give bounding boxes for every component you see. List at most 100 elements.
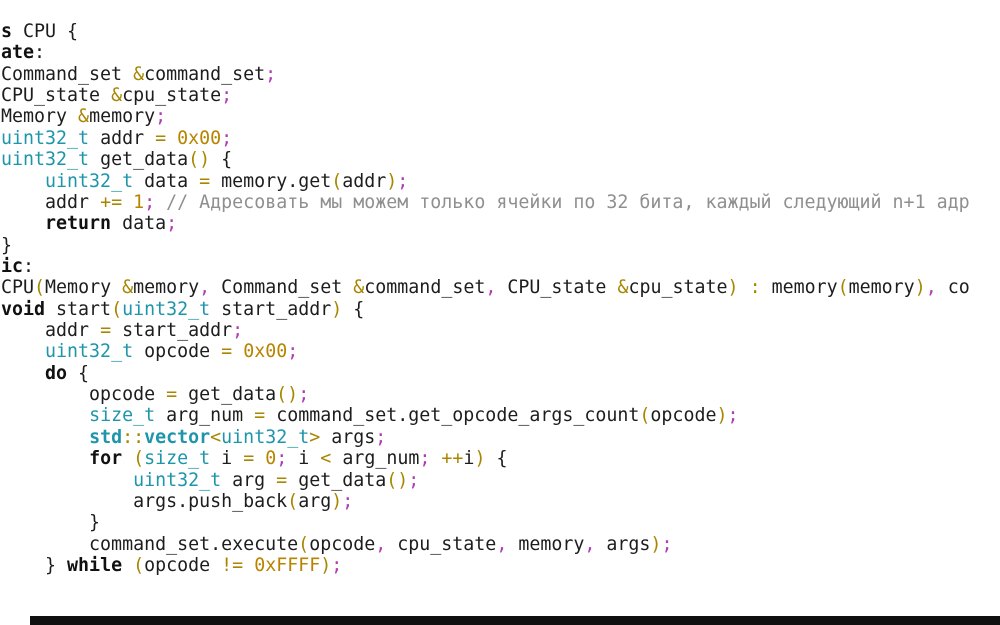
code-token: ic <box>1 255 24 277</box>
code-token: Memory <box>45 277 123 299</box>
code-token: ( <box>287 490 299 512</box>
code-token: args.push_back <box>1 490 288 512</box>
code-token: ( <box>298 533 310 555</box>
code-token: memory <box>89 106 156 128</box>
code-token: i <box>287 448 321 470</box>
code-token: < <box>320 448 332 470</box>
code-token: arg_num <box>155 405 255 427</box>
code-line: ic: <box>1 256 970 277</box>
code-token: : <box>23 255 35 277</box>
code-token <box>122 192 133 213</box>
code-token: addr <box>1 320 101 342</box>
code-token: // Адресовать мы можем только ячейки по … <box>166 191 970 213</box>
code-token: ) <box>650 533 662 555</box>
code-token: Memory <box>1 106 79 128</box>
code-line: } while (opcode != 0xFFFF); <box>1 555 970 576</box>
code-line: do { <box>1 363 970 384</box>
code-token: & <box>122 277 134 299</box>
code-token: ) <box>331 298 343 320</box>
code-token: ( <box>133 554 145 576</box>
code-token: arg <box>298 490 332 512</box>
code-line: CPU_state &cpu_state; <box>1 85 970 106</box>
code-token: ) <box>727 277 739 299</box>
code-token: args <box>595 533 651 555</box>
code-token: data <box>111 213 167 235</box>
code-token: Command_set <box>210 277 354 299</box>
code-token: do <box>45 362 68 384</box>
code-token: memory <box>848 277 915 299</box>
code-token: { <box>342 298 365 320</box>
code-token: size_t <box>89 405 156 427</box>
code-token: ( <box>133 448 145 470</box>
code-token: i <box>463 448 475 470</box>
code-token: & <box>353 277 365 299</box>
code-token: start <box>45 298 112 320</box>
code-token: ; <box>265 63 277 85</box>
code-token: ; <box>166 213 178 235</box>
code-token: s <box>1 21 13 42</box>
code-token: memory.get <box>210 170 332 192</box>
code-token: opcode <box>650 405 717 427</box>
code-token: ) <box>331 490 343 512</box>
code-token: ( <box>34 277 46 299</box>
code-line: s CPU { <box>1 21 970 42</box>
code-token: memory <box>507 533 585 555</box>
code-token: 0 <box>265 448 277 470</box>
code-line: for (size_t i = 0; i < arg_num; ++i) { <box>1 448 970 469</box>
code-token: command_set <box>144 63 266 85</box>
code-token: uint32_t <box>133 469 222 491</box>
code-token <box>1 213 45 234</box>
code-token: opcode <box>133 341 222 363</box>
code-token: addr <box>1 191 101 213</box>
code-token <box>1 427 89 448</box>
code-line: Command_set &command_set; <box>1 64 970 85</box>
code-token: uint32_t <box>122 298 211 320</box>
code-line: addr += 1; // Адресовать мы можем только… <box>1 192 970 213</box>
code-line: } <box>1 235 970 256</box>
code-token: , <box>199 277 211 299</box>
code-token: addr <box>342 170 387 192</box>
code-token: = <box>100 320 112 342</box>
code-line: CPU(Memory &memory, Command_set &command… <box>1 277 970 298</box>
code-token: uint32_t <box>45 341 134 363</box>
code-token <box>430 448 441 469</box>
code-token: cpu_state <box>628 277 728 299</box>
code-line: addr = start_addr; <box>1 320 970 341</box>
code-token: { <box>485 448 508 470</box>
code-token: ; <box>727 405 739 427</box>
code-line: uint32_t arg = get_data(); <box>1 470 970 491</box>
code-token: ; <box>221 127 233 149</box>
code-token <box>739 277 750 298</box>
code-token: void <box>1 298 46 320</box>
code-token: ; <box>408 469 420 491</box>
code-token: ) <box>320 554 332 576</box>
code-token: std <box>89 426 123 448</box>
code-token: & <box>617 277 629 299</box>
code-token: command_set.get_opcode_args_count <box>265 405 640 427</box>
code-token: for <box>89 448 123 470</box>
code-token: ) <box>914 277 926 299</box>
code-token <box>1 448 89 469</box>
code-token: CPU_state <box>496 277 618 299</box>
code-token: start_addr <box>111 320 233 342</box>
code-token: () <box>386 469 409 491</box>
code-token: CPU { <box>12 21 79 42</box>
code-editor[interactable]: s CPU {ate:Command_set &command_set;CPU_… <box>1 21 970 576</box>
code-token <box>1 363 45 384</box>
code-line: Memory &memory; <box>1 106 970 127</box>
code-token: = <box>276 469 288 491</box>
code-token: opcode <box>309 533 376 555</box>
code-token: command_set <box>364 277 486 299</box>
code-token: , <box>485 277 497 299</box>
code-token: get_data <box>89 149 189 171</box>
code-token: CPU_state <box>1 85 112 107</box>
code-token: ; <box>221 85 233 107</box>
code-token: = <box>166 384 178 406</box>
code-token: , <box>496 533 508 555</box>
code-token: ( <box>837 277 849 299</box>
code-token: ; <box>298 384 310 406</box>
code-token: 0x00 <box>177 127 222 149</box>
code-token: ; <box>661 533 673 555</box>
code-token: ; <box>155 106 167 128</box>
